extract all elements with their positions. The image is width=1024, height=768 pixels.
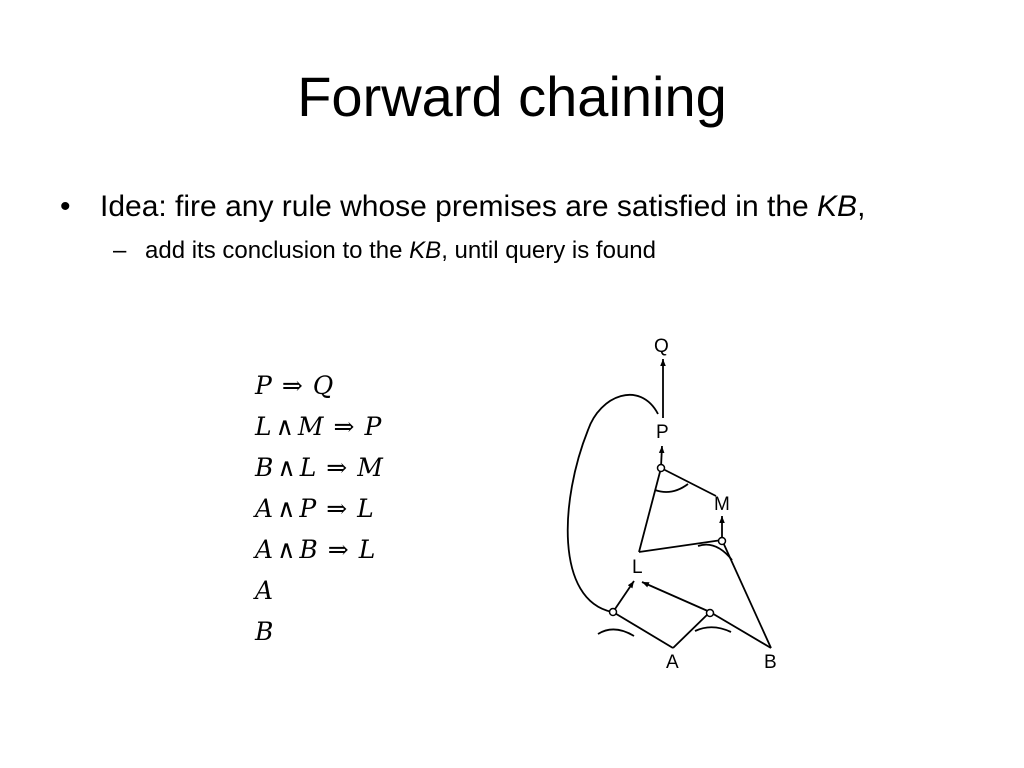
rule-row: A∧P ⇒ L bbox=[255, 488, 383, 529]
rule-premise: L bbox=[299, 453, 317, 482]
rule-conclusion: M bbox=[357, 453, 383, 482]
edge-and-ap-l bbox=[612, 580, 635, 613]
rule-row: B bbox=[255, 611, 383, 652]
rule-premise: B bbox=[299, 535, 318, 564]
rule-row: A bbox=[255, 570, 383, 611]
node-a: A bbox=[666, 652, 679, 673]
rule-premise: B bbox=[255, 453, 274, 482]
rule-conclusion: Q bbox=[312, 371, 334, 400]
subbullet-kb: KB bbox=[409, 237, 442, 264]
and-symbol: ∧ bbox=[277, 494, 296, 523]
edge-l-and-lm bbox=[638, 467, 662, 553]
node-b: B bbox=[764, 652, 777, 673]
rule-row: B∧L ⇒ M bbox=[255, 447, 383, 488]
rule-conclusion: L bbox=[357, 494, 374, 523]
implies-symbol: ⇒ bbox=[281, 371, 303, 400]
subbullet-text-end: , until query is found bbox=[441, 237, 656, 264]
and-symbol: ∧ bbox=[277, 535, 296, 564]
implies-symbol: ⇒ bbox=[326, 453, 348, 482]
arc-and-ap bbox=[597, 628, 635, 637]
rule-conclusion: L bbox=[358, 535, 376, 564]
rule-premise: A bbox=[255, 576, 274, 605]
edge-l-and-bl bbox=[638, 539, 723, 553]
rule-premise: L bbox=[255, 412, 272, 441]
bullet-text: Idea: fire any rule whose premises are s… bbox=[100, 190, 818, 223]
rule-row: A∧B ⇒ L bbox=[255, 529, 383, 570]
rule-conclusion: P bbox=[364, 412, 382, 441]
bullet-kb: KB bbox=[817, 190, 858, 223]
bullet-marker: • bbox=[60, 190, 71, 223]
rule-premise: B bbox=[255, 617, 274, 646]
and-node-ap bbox=[608, 607, 618, 617]
and-symbol: ∧ bbox=[277, 453, 296, 482]
edge-m-and-lm bbox=[660, 467, 717, 497]
subbullet-text: add its conclusion to the bbox=[145, 237, 410, 264]
rule-row: P ⇒ Q bbox=[255, 365, 383, 406]
edge-loop-p-and bbox=[566, 394, 659, 613]
edge-b-and-ab bbox=[709, 611, 772, 649]
bullet-idea: • Idea: fire any rule whose premises are … bbox=[60, 188, 865, 226]
subbullet-conclusion: –add its conclusion to the KB, until que… bbox=[113, 236, 656, 266]
edge-a-and-ab bbox=[672, 611, 711, 649]
and-symbol: ∧ bbox=[275, 412, 294, 441]
implies-symbol: ⇒ bbox=[326, 494, 348, 523]
arc-and-lm bbox=[654, 483, 689, 493]
and-node-ab bbox=[705, 608, 715, 618]
edge-and-lm-p bbox=[658, 445, 665, 468]
rule-premise: P bbox=[299, 494, 317, 523]
rule-premise: M bbox=[297, 412, 324, 441]
subbullet-marker: – bbox=[113, 237, 127, 264]
arc-and-bl bbox=[697, 543, 733, 561]
rule-row: L∧M ⇒ P bbox=[255, 406, 383, 447]
node-l: L bbox=[632, 557, 643, 578]
rule-premise: P bbox=[255, 371, 272, 400]
slide-title: Forward chaining bbox=[297, 65, 727, 128]
edge-a-and-ap bbox=[612, 611, 674, 649]
node-q: Q bbox=[654, 336, 669, 357]
implies-symbol: ⇒ bbox=[327, 535, 349, 564]
node-p: P bbox=[656, 422, 669, 443]
edge-and-ab-l bbox=[641, 581, 711, 613]
and-node-bl bbox=[717, 536, 727, 546]
and-node-lm bbox=[656, 463, 666, 473]
rule-premise: A bbox=[255, 535, 274, 564]
arc-and-ab bbox=[694, 626, 732, 633]
rule-premise: A bbox=[255, 494, 274, 523]
bullet-text-end: , bbox=[857, 190, 866, 223]
node-m: M bbox=[714, 494, 730, 515]
implies-symbol: ⇒ bbox=[333, 412, 355, 441]
